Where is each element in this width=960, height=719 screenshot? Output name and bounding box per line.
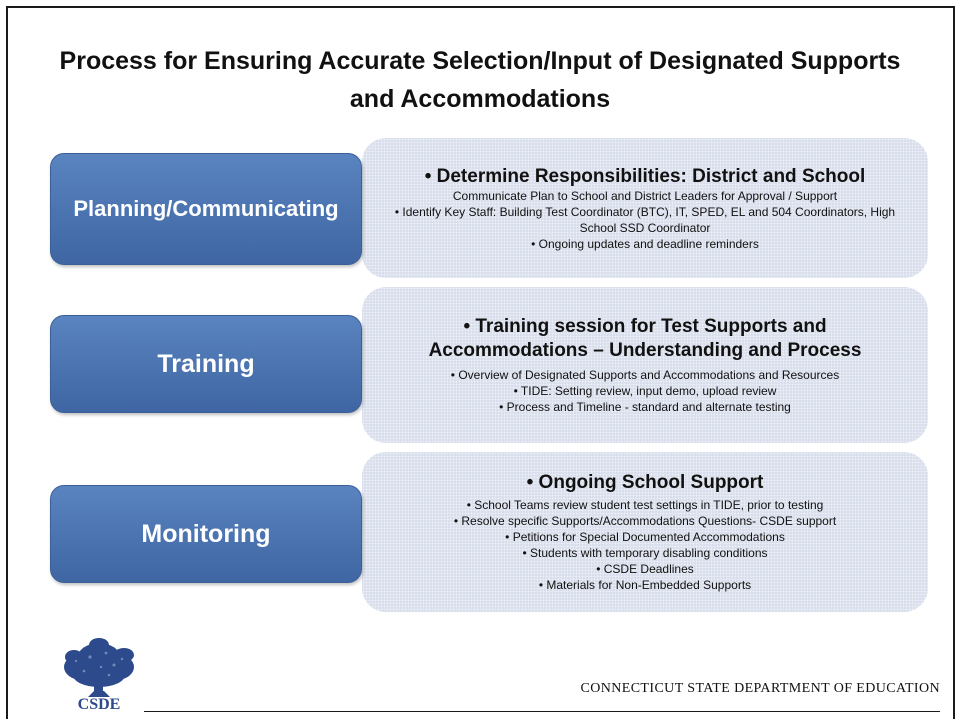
training-heading: • Training session for Test Supports and… bbox=[428, 316, 862, 361]
monitoring-line: • Resolve specific Supports/Accommodatio… bbox=[453, 514, 837, 528]
monitoring-box: Monitoring bbox=[50, 485, 362, 583]
training-box: Training bbox=[50, 315, 362, 413]
planning-line: • Identify Key Staff: Building Test Coor… bbox=[394, 204, 896, 235]
monitoring-line: • School Teams review student test setti… bbox=[466, 498, 824, 512]
planning-heading: • Determine Responsibilities: District a… bbox=[424, 165, 866, 187]
planning-line: Communicate Plan to School and District … bbox=[452, 188, 838, 203]
monitoring-details-panel: • Ongoing School Support • School Teams … bbox=[362, 452, 928, 612]
monitoring-heading: • Ongoing School Support bbox=[526, 472, 764, 493]
slide-frame bbox=[6, 6, 955, 719]
monitoring-label: Monitoring bbox=[141, 519, 271, 548]
logo-text: CSDE bbox=[78, 696, 121, 711]
monitoring-line: • CSDE Deadlines bbox=[596, 562, 694, 576]
planning-communicating-label: Planning/Communicating bbox=[73, 196, 339, 221]
footer-department-name: CONNECTICUT STATE DEPARTMENT OF EDUCATIO… bbox=[580, 681, 940, 696]
planning-details-panel: • Determine Responsibilities: District a… bbox=[362, 138, 928, 278]
planning-communicating-box: Planning/Communicating bbox=[50, 153, 362, 265]
training-line: • Overview of Designated Supports and Ac… bbox=[450, 368, 840, 382]
csde-tree-logo: CSDE bbox=[64, 638, 134, 711]
training-details-panel: • Training session for Test Supports and… bbox=[362, 287, 928, 443]
slide-title: Process for Ensuring Accurate Selection/… bbox=[59, 47, 901, 113]
training-line: • TIDE: Setting review, input demo, uplo… bbox=[513, 384, 777, 398]
monitoring-line: • Students with temporary disabling cond… bbox=[522, 546, 768, 560]
footer-rule bbox=[144, 711, 940, 712]
planning-line: • Ongoing updates and deadline reminders bbox=[531, 236, 759, 251]
monitoring-line: • Materials for Non-Embedded Supports bbox=[538, 578, 752, 592]
monitoring-line: • Petitions for Special Documented Accom… bbox=[505, 530, 785, 544]
training-line: • Process and Timeline - standard and al… bbox=[499, 400, 791, 414]
training-label: Training bbox=[157, 349, 255, 378]
